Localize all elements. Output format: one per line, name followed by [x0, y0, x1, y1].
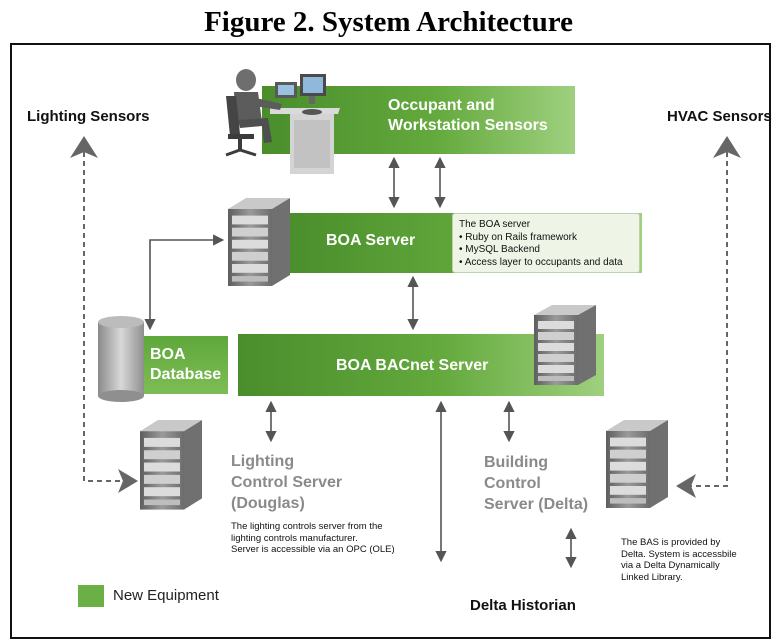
lighting-note-line: Server is accessible via an OPC (OLE) [231, 544, 395, 555]
occupant-sensors-label: Occupant and Workstation Sensors [388, 96, 548, 136]
hvac-sensors-label: HVAC Sensors [667, 108, 772, 125]
arrowhead-lighting-server [118, 469, 138, 493]
boa-server-icon [228, 198, 290, 286]
occupant-sensors-line2: Workstation Sensors [388, 117, 548, 134]
boa-server-label: BOA Server [326, 232, 416, 249]
building-server-icon [606, 420, 668, 508]
lighting-server-line1: Lighting [231, 453, 295, 470]
bacnet-server-label: BOA BACnet Server [336, 357, 489, 374]
boa-note-bullet: • Access layer to occupants and data [459, 256, 623, 268]
boa-database-line2: Database [150, 366, 222, 383]
lighting-note-line: lighting controls manufacturer. [231, 532, 358, 544]
lighting-server-note: The lighting controls server from the li… [231, 521, 395, 556]
arrowhead-lighting-sensors [70, 136, 98, 158]
occupant-sensors-line1: Occupant and [388, 97, 495, 114]
lighting-server-line2: Control Server [231, 474, 343, 491]
boa-server-note: The BOA server • Ruby on Rails framework… [452, 213, 640, 273]
building-server-label: Building Control Server (Delta) [484, 452, 588, 515]
boa-note-bullet: • MySQL Backend [459, 244, 540, 255]
boa-database-bar [140, 336, 228, 394]
legend-label: New Equipment [113, 587, 219, 604]
building-note-line: via a Delta Dynamically [621, 560, 720, 571]
building-server-line3: Server (Delta) [484, 496, 589, 513]
dashed-hvac-sensors-link [690, 152, 728, 487]
building-note-line: Linked Library. [621, 571, 683, 583]
database-icon [98, 316, 144, 402]
building-server-line1: Building [484, 454, 548, 471]
arrowhead-hvac-sensors [713, 136, 741, 158]
workstation-illustration [225, 69, 340, 174]
lighting-sensors-label: Lighting Sensors [27, 108, 150, 125]
arrowhead-building-server [676, 474, 696, 498]
boa-note-title: The BOA server [459, 219, 531, 230]
arrow-database-boa [144, 234, 225, 331]
building-server-line2: Control [484, 475, 541, 492]
boa-database-line1: BOA [150, 346, 186, 363]
boa-database-label: BOA Database [150, 345, 221, 385]
lighting-note-line: The lighting controls server from the [231, 521, 383, 532]
building-note-line: Delta. System is accessbile [621, 548, 737, 560]
figure-title: Figure 2. System Architecture [204, 6, 573, 38]
boa-note-bullet: • Ruby on Rails framework [459, 231, 577, 243]
lighting-server-line3: (Douglas) [231, 495, 305, 512]
dashed-lighting-sensors-link [83, 152, 124, 482]
building-note-line: The BAS is provided by [621, 537, 721, 548]
lighting-server-icon [140, 420, 202, 510]
building-server-note: The BAS is provided by Delta. System is … [621, 537, 737, 583]
bacnet-server-icon [534, 305, 596, 385]
lighting-server-label: Lighting Control Server (Douglas) [231, 451, 342, 514]
delta-historian-label: Delta Historian [470, 597, 576, 614]
legend-swatch [78, 585, 104, 607]
